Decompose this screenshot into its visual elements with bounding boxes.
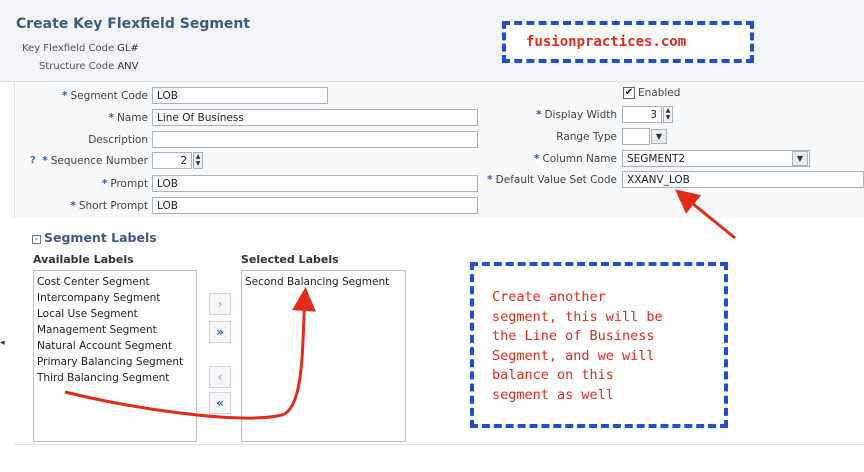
structure-code-value: ANV <box>117 61 139 72</box>
prompt-input[interactable] <box>152 175 478 192</box>
note-line: the Line of Business <box>492 328 655 344</box>
name-input[interactable] <box>152 109 478 126</box>
range-type-dropdown-icon[interactable]: ▼ <box>651 129 667 144</box>
segment-labels-header[interactable]: -Segment Labels <box>32 230 157 245</box>
page-title: Create Key Flexfield Segment <box>16 16 251 32</box>
list-item[interactable]: Local Use Segment <box>37 308 138 320</box>
description-label: Description <box>88 134 148 146</box>
display-width-label: *Display Width <box>535 109 617 121</box>
collapse-toggle-icon[interactable]: - <box>32 235 41 244</box>
short-prompt-label: *Short Prompt <box>70 200 148 212</box>
note-line: segment as well <box>492 386 614 403</box>
default-value-set-code-input[interactable] <box>622 171 864 188</box>
note-line: Create another <box>492 289 606 305</box>
help-icon[interactable]: ? <box>30 155 36 166</box>
panel-splitter-icon[interactable]: ◂ <box>0 338 5 348</box>
arrow-to-value-set <box>675 189 736 240</box>
default-value-set-code-label: *Default Value Set Code <box>487 174 617 186</box>
arrow-to-selected-label <box>64 287 316 420</box>
display-width-spinner[interactable]: ▲▼ <box>663 106 673 123</box>
segment-code-label: *Segment Code <box>62 90 148 102</box>
move-button[interactable]: › <box>209 293 231 315</box>
note-line: Segment, and we will <box>492 347 655 364</box>
sequence-number-input[interactable] <box>152 152 192 169</box>
enabled-checkbox[interactable]: ✔ <box>623 87 635 99</box>
selected-labels-list[interactable]: Second Balancing Segment <box>241 270 406 442</box>
key-flexfield-code-value: GL# <box>117 43 139 54</box>
list-item[interactable]: Natural Account Segment <box>37 340 173 352</box>
sequence-number-spinner[interactable]: ▲▼ <box>193 152 203 169</box>
list-item[interactable]: Intercompany Segment <box>37 292 161 304</box>
name-label: *Name <box>108 112 148 124</box>
prompt-label: *Prompt <box>101 178 148 190</box>
list-item[interactable]: Primary Balancing Segment <box>37 356 184 368</box>
list-item[interactable]: Second Balancing Segment <box>245 276 390 288</box>
short-prompt-input[interactable] <box>152 197 478 214</box>
remove-button[interactable]: ‹ <box>209 366 231 388</box>
note-line: balance on this <box>492 367 614 383</box>
sequence-number-label: *Sequence Number <box>42 155 148 167</box>
segment-code-input[interactable] <box>152 87 328 104</box>
display-width-input[interactable] <box>622 106 662 123</box>
column-name-dropdown-icon[interactable]: ▼ <box>792 151 808 166</box>
column-name-label: *Column Name <box>533 153 617 165</box>
structure-code-label: Structure Code <box>39 61 115 72</box>
range-type-label: Range Type <box>556 131 617 143</box>
list-item[interactable]: Third Balancing Segment <box>37 372 170 384</box>
available-labels-list[interactable]: Cost Center Segment Intercompany Segment… <box>33 270 197 442</box>
selected-labels-title: Selected Labels <box>241 253 339 266</box>
range-type-select[interactable] <box>622 128 650 145</box>
list-item[interactable]: Cost Center Segment <box>37 276 150 288</box>
key-flexfield-code-label: Key Flexfield Code <box>22 43 115 54</box>
annotation-note: Create another segment, this will be the… <box>470 262 728 428</box>
watermark-box: fusionpractices.com <box>502 21 754 63</box>
remove-all-button[interactable]: « <box>209 392 231 414</box>
move-all-button[interactable]: » <box>209 321 231 343</box>
note-line: segment, this will be <box>492 308 663 325</box>
list-item[interactable]: Management Segment <box>37 324 157 336</box>
enabled-label: Enabled <box>638 87 681 99</box>
watermark-text: fusionpractices.com <box>526 34 687 50</box>
available-labels-title: Available Labels <box>33 253 134 266</box>
bottom-divider <box>14 444 864 445</box>
column-name-select[interactable]: SEGMENT2 <box>622 150 810 167</box>
description-input[interactable] <box>152 131 478 148</box>
